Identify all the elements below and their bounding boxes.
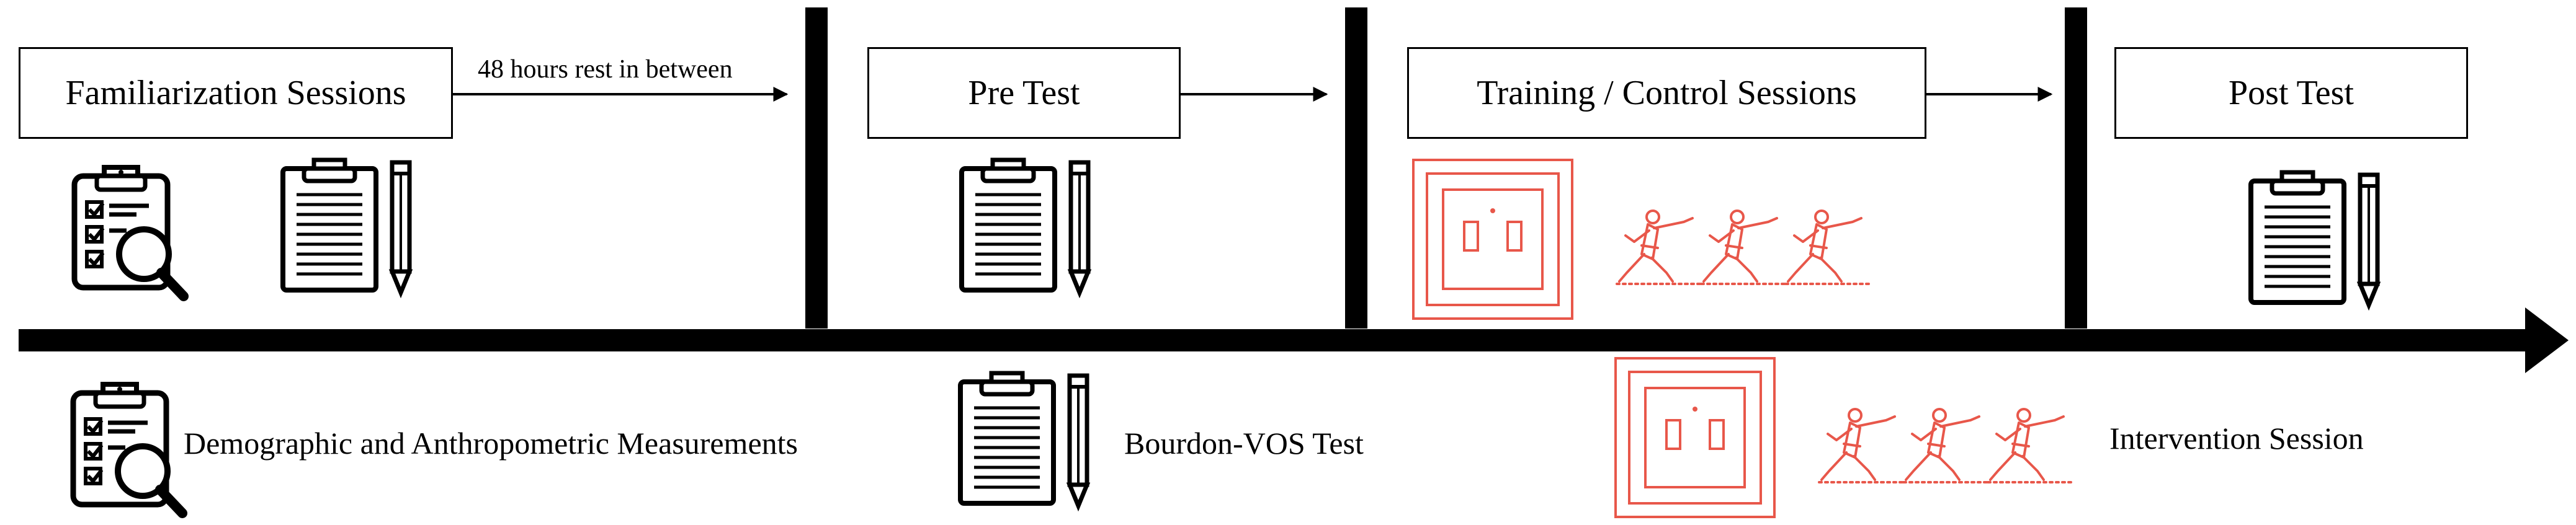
phase-divider [2065, 7, 2087, 329]
test-clipboard-icon [960, 373, 1087, 506]
measurement-clipboard-icon [74, 167, 184, 296]
karate-figure-icon [1700, 210, 1789, 285]
stage-post-test: Post Test [2114, 47, 2468, 139]
stage-pre-test: Pre Test [867, 47, 1181, 139]
phase-divider [805, 7, 828, 329]
karate-figure-icon [1818, 408, 1907, 483]
test-clipboard-icon [283, 160, 409, 293]
timeline-axis [19, 329, 2531, 351]
phase-divider [1345, 7, 1367, 329]
test-clipboard-icon [2251, 172, 2377, 305]
measurement-clipboard-icon [73, 384, 182, 513]
karate-figure-icon [1987, 408, 2076, 483]
rest-interval-note: 48 hours rest in between [478, 55, 733, 84]
stage-familiarization: Familiarization Sessions [19, 47, 453, 139]
test-clipboard-icon [962, 160, 1088, 293]
karate-figure-icon [1902, 408, 1992, 483]
legend-demographic-label: Demographic and Anthropometric Measureme… [184, 426, 798, 461]
legend-intervention-label: Intervention Session [2109, 421, 2364, 456]
vr-target-icon [1412, 159, 1573, 320]
karate-figure-icon [1784, 210, 1874, 285]
legend-bourdon-label: Bourdon-VOS Test [1124, 426, 1364, 461]
timeline-arrowhead [2525, 307, 2569, 373]
vr-target-icon [1614, 357, 1776, 518]
karate-figure-icon [1616, 210, 1705, 285]
stage-training-control: Training / Control Sessions [1407, 47, 1926, 139]
